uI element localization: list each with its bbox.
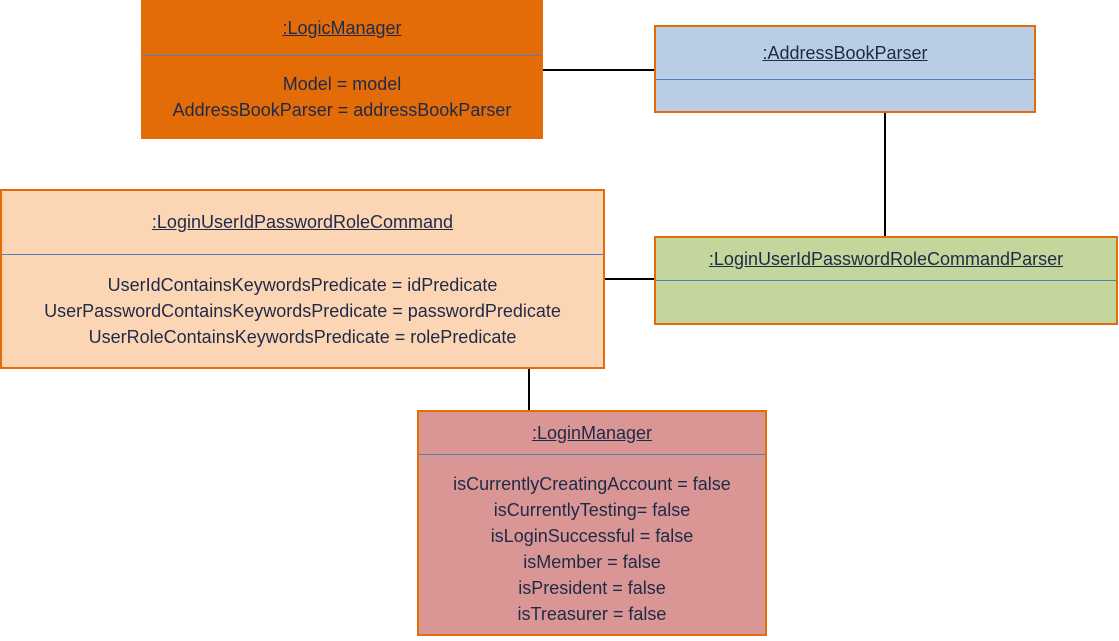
attribute: isLoginSuccessful = false — [490, 526, 694, 546]
login-manager-name: :LoginManager — [419, 412, 765, 455]
attribute: isMember = false — [523, 552, 661, 572]
login-command-parser-object: :LoginUserIdPasswordRoleCommandParser — [654, 236, 1118, 325]
login-command-parser-attributes — [656, 281, 1116, 323]
link-command-command-parser — [605, 278, 654, 280]
logic-manager-attributes: Model = model AddressBookParser = addres… — [143, 56, 541, 137]
attribute: UserRoleContainsKeywordsPredicate = role… — [88, 327, 517, 347]
address-book-parser-object: :AddressBookParser — [654, 25, 1036, 113]
attribute: isCurrentlyTesting= false — [493, 500, 691, 520]
attribute: UserPasswordContainsKeywordsPredicate = … — [44, 301, 561, 321]
logic-manager-object: :LogicManager Model = model AddressBookP… — [141, 0, 543, 139]
link-command-login-manager — [528, 369, 530, 410]
address-book-parser-name: :AddressBookParser — [656, 27, 1034, 80]
attribute: Model = model — [282, 73, 402, 94]
login-manager-object: :LoginManager isCurrentlyCreatingAccount… — [417, 410, 767, 636]
link-address-book-parser-command-parser — [884, 113, 886, 236]
attribute: isPresident = false — [518, 578, 666, 598]
login-manager-attributes: isCurrentlyCreatingAccount = false isCur… — [419, 455, 765, 634]
attribute: isCurrentlyCreatingAccount = false — [453, 474, 731, 494]
address-book-parser-attributes — [656, 80, 1034, 111]
login-command-attributes: UserIdContainsKeywordsPredicate = idPred… — [2, 255, 603, 367]
login-command-parser-name: :LoginUserIdPasswordRoleCommandParser — [656, 238, 1116, 281]
login-command-name: :LoginUserIdPasswordRoleCommand — [2, 191, 603, 255]
link-logic-manager-address-book-parser — [543, 69, 654, 71]
login-command-object: :LoginUserIdPasswordRoleCommand UserIdCo… — [0, 189, 605, 369]
attribute: isTreasurer = false — [517, 604, 667, 624]
attribute: UserIdContainsKeywordsPredicate = idPred… — [107, 275, 498, 295]
logic-manager-name: :LogicManager — [143, 2, 541, 56]
attribute: AddressBookParser = addressBookParser — [172, 99, 512, 120]
